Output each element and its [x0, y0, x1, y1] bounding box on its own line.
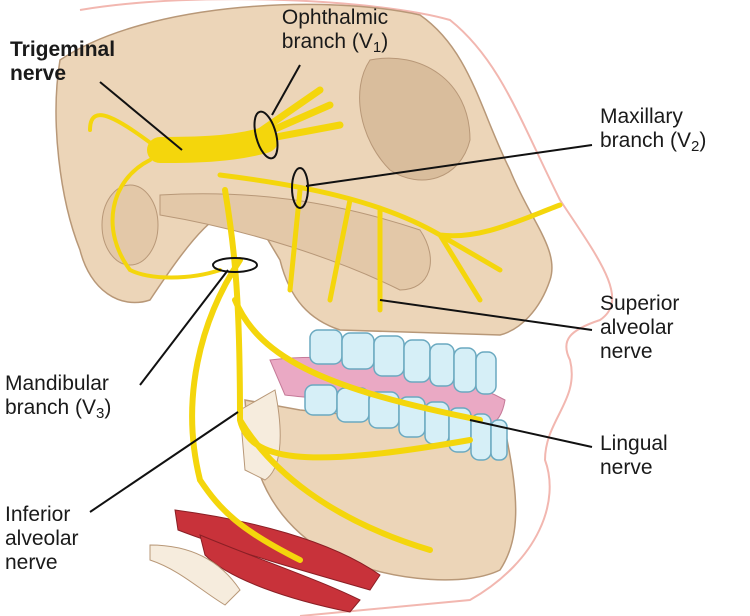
label-maxillary-branch: Maxillary branch (V2)	[600, 105, 706, 159]
maxillary-branch	[217, 172, 563, 313]
label-line: Ophthalmic	[281, 6, 389, 29]
label-subscript: 3	[96, 405, 105, 422]
label-text: branch (V	[600, 129, 692, 152]
label-inferior-alveolar-nerve: Inferior alveolar nerve	[5, 503, 79, 575]
label-mandibular-branch: Mandibular branch (V3)	[5, 372, 111, 426]
leader-lines	[89, 64, 593, 513]
label-line: branch (V2)	[600, 129, 706, 159]
label-subscript: 2	[691, 138, 700, 155]
trigeminal-ganglion	[147, 127, 278, 163]
label-line: Maxillary	[600, 105, 683, 128]
mandibular-ring	[212, 257, 258, 273]
ophthalmic-branch	[246, 86, 344, 144]
label-text: )	[104, 396, 112, 419]
label-ophthalmic-branch: Ophthalmic branch (V1)	[270, 6, 400, 60]
label-line: alveolar	[5, 527, 79, 550]
branch-rings	[212, 110, 309, 273]
label-text: )	[381, 30, 389, 53]
ear-process	[101, 184, 159, 266]
label-line: Mandibular	[5, 372, 109, 395]
label-line: nerve	[600, 340, 653, 363]
upper-teeth	[309, 329, 497, 395]
mandibular-branch	[189, 187, 483, 563]
label-line: nerve	[5, 551, 58, 574]
label-line: nerve	[600, 456, 653, 479]
label-line: Lingual	[600, 432, 668, 455]
posterior-branches	[88, 113, 222, 280]
label-text: )	[699, 129, 707, 152]
label-trigeminal-nerve: Trigeminal nerve	[10, 38, 115, 86]
hyoid-bone	[149, 544, 241, 606]
label-lingual-nerve: Lingual nerve	[600, 432, 668, 480]
maxillary-ring	[291, 167, 309, 209]
label-line: branch (V3)	[5, 396, 111, 426]
label-line: nerve	[10, 62, 67, 85]
orbit	[359, 57, 471, 181]
label-text: branch (V	[5, 396, 97, 419]
label-line: alveolar	[600, 316, 674, 339]
label-line: Trigeminal	[10, 38, 116, 61]
label-subscript: 1	[372, 39, 382, 56]
label-line: branch (V1)	[270, 30, 400, 60]
label-text: branch (V	[281, 30, 373, 53]
ophthalmic-ring	[253, 110, 279, 160]
label-line: Superior	[600, 292, 680, 315]
label-line: Inferior	[5, 503, 71, 526]
skin-outline	[79, 0, 614, 616]
label-superior-alveolar-nerve: Superior alveolar nerve	[600, 292, 679, 364]
nerves	[88, 86, 563, 563]
